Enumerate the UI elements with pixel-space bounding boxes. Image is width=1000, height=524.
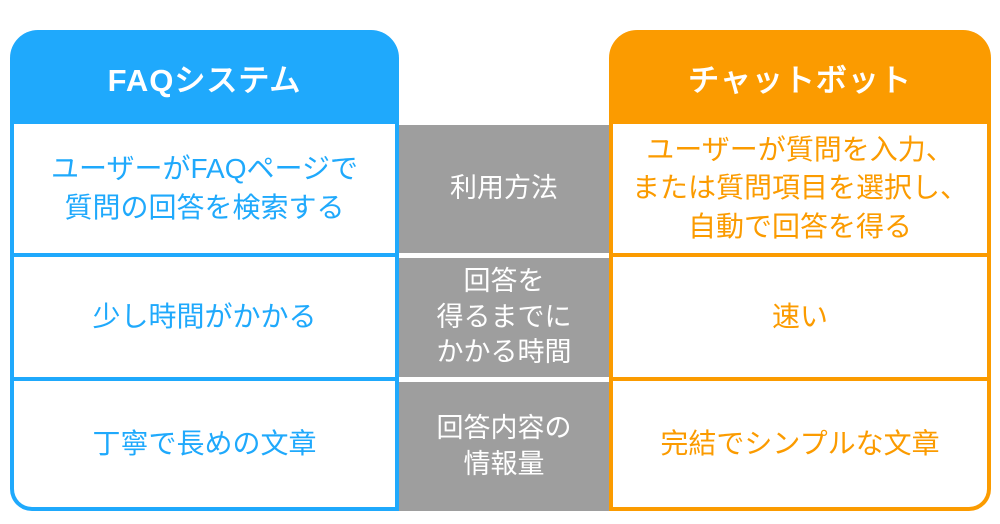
faq-usage-cell: ユーザーがFAQページで 質問の回答を検索する <box>10 124 399 257</box>
category-column: 利用方法 回答を 得るまでに かかる時間 回答内容の 情報量 <box>399 30 609 511</box>
chatbot-response-time-cell: 速い <box>609 257 991 381</box>
faq-response-time-cell: 少し時間がかかる <box>10 257 399 381</box>
chatbot-header: チャットボット <box>609 30 991 124</box>
category-content-volume-label: 回答内容の 情報量 <box>399 382 609 511</box>
faq-column: FAQシステム ユーザーがFAQページで 質問の回答を検索する 少し時間がかかる… <box>10 30 399 511</box>
chatbot-content-volume-cell: 完結でシンプルな文章 <box>609 381 991 511</box>
category-usage-label: 利用方法 <box>399 125 609 253</box>
chatbot-usage-cell: ユーザーが質問を入力、 または質問項目を選択し、 自動で回答を得る <box>609 124 991 257</box>
chatbot-column: チャットボット ユーザーが質問を入力、 または質問項目を選択し、 自動で回答を得… <box>609 30 991 511</box>
faq-content-volume-cell: 丁寧で長めの文章 <box>10 381 399 511</box>
faq-header: FAQシステム <box>10 30 399 124</box>
category-response-time-label: 回答を 得るまでに かかる時間 <box>399 258 609 377</box>
